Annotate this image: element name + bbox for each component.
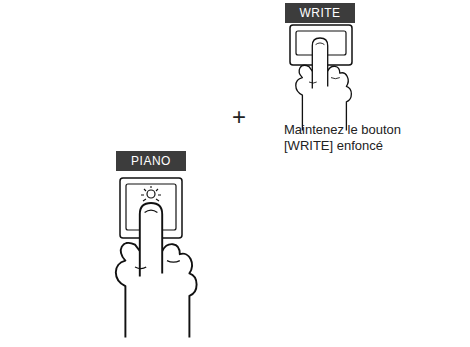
button-label-plate: PIANO <box>116 151 186 171</box>
instruction-note: Maintenez le bouton [WRITE] enfoncé <box>284 122 434 155</box>
button-name: PIANO <box>124 154 178 168</box>
pressing-hand <box>296 38 352 130</box>
button-name: WRITE <box>293 6 347 20</box>
plus-sign: + <box>232 102 246 132</box>
button-label-plate: WRITE <box>285 3 355 23</box>
pressing-hand <box>116 203 197 337</box>
